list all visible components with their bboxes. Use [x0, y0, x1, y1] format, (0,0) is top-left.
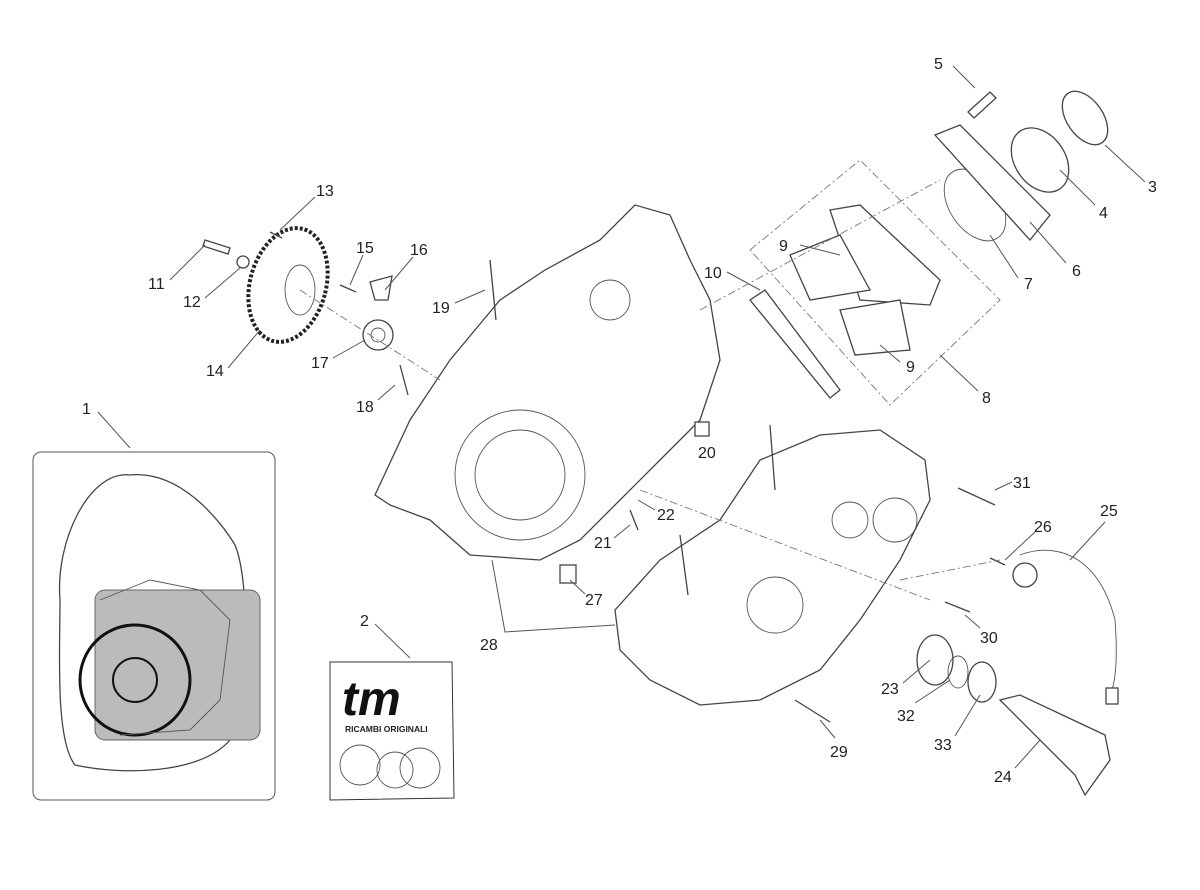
right-crankcase-half[interactable]: [614, 429, 931, 706]
callout-9a: 9: [779, 238, 788, 255]
left-crankcase-half[interactable]: [374, 204, 721, 561]
callout-11: 11: [148, 276, 165, 293]
small-parts: [202, 231, 1119, 797]
primary-gear[interactable]: [236, 219, 339, 351]
callout-7: 7: [1024, 276, 1033, 293]
reed-valve-assembly[interactable]: [749, 83, 1117, 406]
callout-32: 32: [897, 708, 915, 725]
callout-2: 2: [360, 613, 369, 630]
callout-31: 31: [1013, 475, 1031, 492]
callout-20: 20: [698, 445, 716, 462]
leader-lines: [97, 65, 1146, 769]
callout-24: 24: [994, 769, 1012, 786]
callout-15: 15: [356, 240, 374, 257]
callout-29: 29: [830, 744, 848, 761]
callout-18: 18: [356, 399, 374, 416]
callout-13: 13: [316, 183, 334, 200]
bag-brand-logo: tm: [342, 673, 401, 726]
callout-33: 33: [934, 737, 952, 754]
spare-parts-bag[interactable]: tm RICAMBI ORIGINALI: [329, 661, 455, 801]
callout-23: 23: [881, 681, 899, 698]
callout-6: 6: [1072, 263, 1081, 280]
callout-14: 14: [206, 363, 224, 380]
callout-25: 25: [1100, 503, 1118, 520]
callout-12: 12: [183, 294, 201, 311]
callout-5: 5: [934, 56, 943, 73]
callout-9b: 9: [906, 359, 915, 376]
callout-10: 10: [704, 265, 722, 282]
callout-27: 27: [585, 592, 603, 609]
gasket-kit[interactable]: [32, 451, 276, 801]
callout-19: 19: [432, 300, 450, 317]
callout-21: 21: [594, 535, 612, 552]
callout-8: 8: [982, 390, 991, 407]
callout-17: 17: [311, 355, 329, 372]
callout-3: 3: [1148, 179, 1157, 196]
callout-28: 28: [480, 637, 498, 654]
callout-30: 30: [980, 630, 998, 647]
callout-1: 1: [82, 401, 91, 418]
bag-text: RICAMBI ORIGINALI: [345, 724, 428, 734]
callout-4: 4: [1099, 205, 1108, 222]
callout-26: 26: [1034, 519, 1052, 536]
callouts: 1 2 3 4 5 6 7 8 9 9 10 11 12 13 14 15 16…: [82, 56, 1157, 786]
callout-22: 22: [657, 507, 675, 524]
callout-16: 16: [410, 242, 428, 259]
